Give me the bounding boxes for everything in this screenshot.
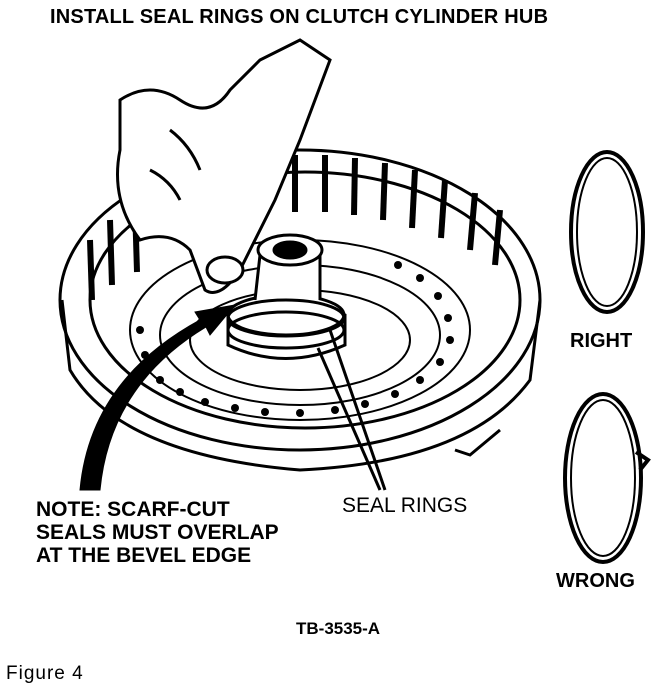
note-line-3: AT THE BEVEL EDGE: [36, 544, 252, 568]
hand-icon: [116, 38, 332, 294]
seal-rings-leaders: [316, 329, 387, 491]
diagram-title: INSTALL SEAL RINGS ON CLUTCH CYLINDER HU…: [50, 6, 549, 28]
note-arrow: [79, 304, 237, 491]
right-ring-icon: [569, 150, 645, 314]
seal-rings: [226, 298, 346, 350]
note-line-2: SEALS MUST OVERLAP: [36, 521, 279, 545]
scarf-cut-note: NOTE: SCARF-CUT SEALS MUST OVERLAP AT TH…: [36, 498, 279, 567]
wrong-ring-icon: [563, 392, 651, 564]
wrong-label: WRONG: [556, 570, 635, 592]
note-line-1: NOTE: SCARF-CUT: [36, 498, 230, 521]
clutch-cylinder-drum: [58, 148, 542, 472]
diagram-code: TB-3535-A: [296, 619, 381, 638]
seal-rings-label: SEAL RINGS: [342, 494, 468, 517]
figure-caption: Figure 4: [6, 663, 84, 684]
drum-holes: [136, 261, 454, 417]
right-label: RIGHT: [570, 330, 633, 352]
